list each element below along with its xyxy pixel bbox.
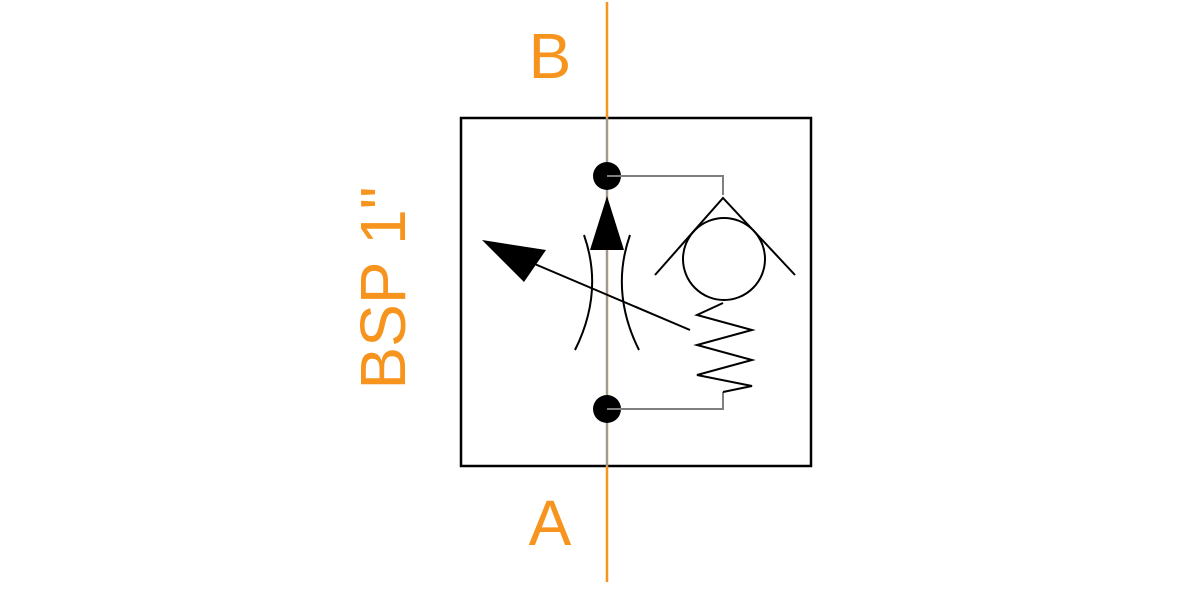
- check-valve-seat: [654, 196, 796, 276]
- bypass-line-top: [607, 175, 724, 195]
- adjustment-arrowhead-icon: [482, 240, 546, 282]
- spring-icon: [693, 302, 756, 393]
- adjustable-throttle-icon: [574, 234, 640, 351]
- connection-size-label: BSP 1": [347, 187, 419, 390]
- adjustment-arrow-shaft: [529, 261, 691, 331]
- throttle-arc-right: [620, 234, 640, 351]
- check-valve-ball: [682, 217, 766, 301]
- check-valve-icon: [654, 196, 796, 301]
- valve-body-frame: [459, 116, 813, 468]
- port-label-a: A: [529, 487, 572, 559]
- bypass-line-bottom: [607, 392, 724, 410]
- flow-direction-arrow-icon: [590, 196, 624, 250]
- port-label-b: B: [529, 20, 572, 92]
- throttle-arc-left: [574, 234, 594, 351]
